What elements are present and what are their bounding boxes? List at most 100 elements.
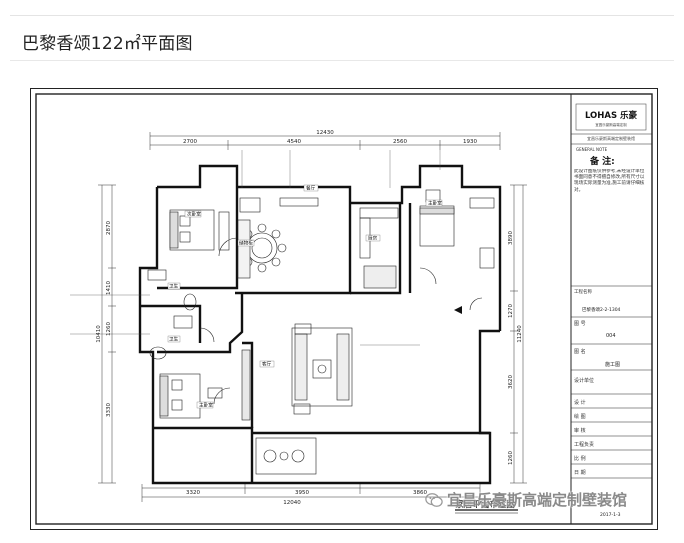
- dimension-labels: 12430 2700 4540 2560 1930 3320 3950 3860…: [96, 130, 523, 506]
- brand-logo-text: LOHAS 乐豪: [585, 110, 638, 121]
- dim-bottom-3: 3860: [413, 490, 427, 496]
- sofa-right: [336, 333, 350, 401]
- dim-top-total: 12430: [316, 130, 334, 136]
- general-note-heading: 备 注:: [589, 155, 615, 167]
- row-review: 审 核: [574, 427, 586, 434]
- room-label-bedroom-top: 次卧室: [187, 211, 201, 218]
- kitchen-cabinet: [363, 265, 397, 289]
- drawing-no-label: 图 号: [574, 321, 586, 327]
- door-swing: [199, 327, 215, 343]
- walls: [138, 164, 502, 485]
- sideboard: [239, 197, 261, 213]
- tv-cabinet: [241, 349, 251, 421]
- pillow: [171, 399, 183, 411]
- room-label-dining: 餐厅: [306, 185, 316, 192]
- wardrobe-right: [469, 197, 495, 209]
- armchair: [294, 323, 312, 335]
- living-zone: [291, 327, 353, 407]
- basin: [149, 346, 167, 360]
- bed-bottom-head: [159, 375, 169, 417]
- dining-table-inner: [251, 237, 273, 259]
- balcony-area: [255, 437, 317, 475]
- drawing-name-label: 图 名: [574, 348, 586, 355]
- drawing-no-value: 004: [606, 333, 616, 339]
- pillow: [179, 231, 191, 243]
- closet-cabinet: [237, 219, 251, 279]
- room-label-kitchen: 厨房: [368, 235, 378, 242]
- room-label-living: 客厅: [262, 361, 272, 368]
- annotation-leaders: [70, 150, 441, 346]
- dim-right-2: 1270: [508, 304, 514, 318]
- coffee-table-decor: [317, 364, 327, 374]
- sofa-left: [294, 333, 308, 401]
- designer-label: 设计单位: [574, 377, 594, 384]
- pillow: [171, 379, 183, 391]
- brand-subtitle: 宜昌乐豪斯高端定制: [595, 122, 627, 127]
- dim-right-1: 3890: [508, 231, 514, 245]
- dim-right-3: 3620: [508, 375, 514, 389]
- title-block: LOHAS 乐豪 宜昌乐豪斯高端定制 宜昌乐豪斯高端定制壁装馆 GENERAL …: [570, 94, 652, 524]
- sheet-border: [30, 88, 658, 530]
- dim-top-3: 2560: [393, 139, 407, 145]
- watermark-text: 宜昌乐豪斯高端定制壁装馆: [447, 491, 628, 509]
- dim-left-4: 3330: [106, 403, 112, 417]
- vanity: [147, 269, 167, 281]
- furniture: [147, 189, 495, 475]
- room-label-closet: 储物柜: [239, 240, 253, 247]
- chair: [277, 243, 287, 253]
- section-marker-icon: [454, 306, 462, 314]
- balcony-chair: [263, 449, 277, 463]
- dim-bottom-1: 3320: [186, 490, 200, 496]
- room-labels: 次卧室 餐厅 厨房 主卧室 储物柜 客厅 主卧室 卫生 卫生: [167, 185, 442, 409]
- top-divider: [10, 15, 674, 16]
- title-divider: [10, 60, 674, 61]
- coffee-table: [312, 359, 332, 379]
- dim-top-1: 2700: [183, 139, 197, 145]
- date-value: 2017-1-3: [600, 512, 621, 518]
- dim-bottom-2: 3950: [295, 490, 309, 496]
- watermark: 宜昌乐豪斯高端定制壁装馆: [425, 489, 627, 510]
- door-swing: [213, 387, 231, 405]
- row-date: 日 期: [574, 470, 586, 476]
- row-scale: 比 例: [574, 455, 586, 462]
- nightstand: [479, 247, 495, 269]
- notes-body: 此设计图纸仅供参考,未经设计单位书面同意不得擅自修改,所有尺寸以现场实际测量为准…: [574, 169, 645, 193]
- room-label-bedroom-bottom: 主卧室: [199, 402, 213, 409]
- plan-title: 家居平面布置图: [455, 499, 515, 510]
- room-label-bath-2: 卫生: [169, 336, 179, 343]
- balcony-chair: [291, 449, 305, 463]
- room-label-bath-1: 卫生: [169, 283, 179, 290]
- door-swing: [469, 297, 483, 311]
- dim-right-total: 11240: [517, 325, 523, 343]
- company-line: 宜昌乐豪斯高端定制壁装馆: [587, 135, 635, 141]
- chair: [257, 263, 267, 273]
- sheet-inner-border: [35, 93, 653, 525]
- dim-top-2: 4540: [287, 139, 301, 145]
- chair: [257, 223, 267, 233]
- general-note-en: GENERAL NOTE: [576, 147, 608, 152]
- door-swing: [218, 237, 238, 257]
- project-label: 工程名称: [574, 288, 592, 295]
- row-draw: 绘 图: [574, 413, 586, 420]
- kitchen-counter: [359, 207, 399, 219]
- chair: [271, 229, 281, 239]
- toilet: [183, 293, 197, 311]
- dim-left-2: 1410: [106, 281, 112, 295]
- dim-left-total: 10410: [96, 325, 102, 343]
- row-manager: 工程负责: [574, 441, 594, 448]
- bed-headboard: [169, 211, 179, 249]
- row-design: 设 计: [574, 399, 586, 406]
- door-swing: [419, 267, 437, 285]
- armchair: [293, 403, 311, 415]
- dim-right-4: 1260: [508, 451, 514, 465]
- wardrobe-top: [218, 211, 230, 251]
- dim-top-4: 1930: [463, 139, 477, 145]
- drawing-name-value: 施工图: [605, 361, 620, 368]
- dim-bottom-total: 12040: [283, 500, 301, 506]
- dim-left-1: 2870: [106, 221, 112, 235]
- bed-top-right-head: [419, 207, 455, 215]
- dim-left-3: 1260: [106, 322, 112, 336]
- page-title: 巴黎香颂122㎡平面图: [22, 34, 193, 54]
- wechat-logo-icon: [425, 492, 443, 507]
- balcony-table: [279, 451, 289, 461]
